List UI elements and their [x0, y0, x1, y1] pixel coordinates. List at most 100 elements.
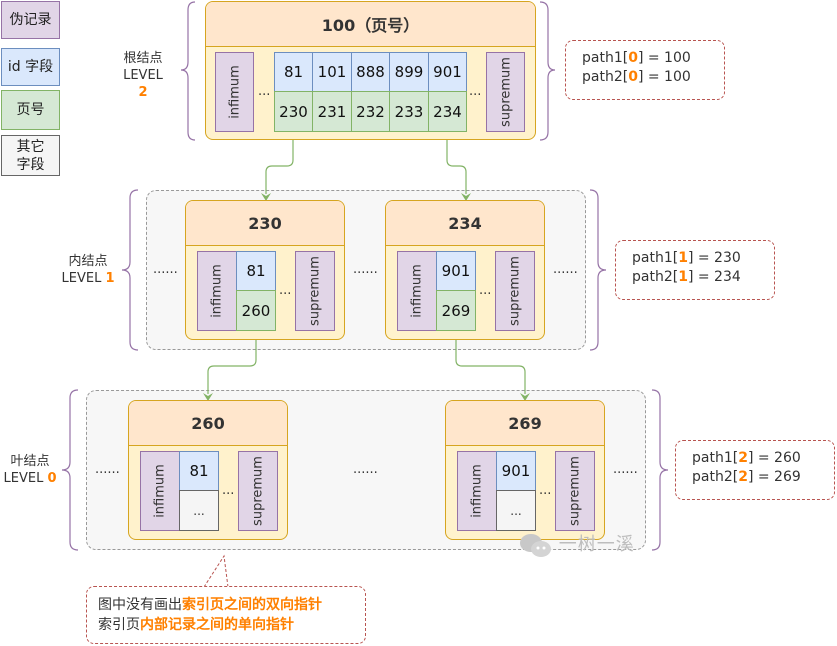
legend-other-fields: 其它字段	[1, 135, 60, 176]
infimum-label: infimum	[469, 464, 485, 518]
legend-id-field: id 字段	[1, 48, 60, 86]
level-label-root: 根结点 LEVEL 2	[118, 50, 168, 101]
legend-other-label: 其它字段	[17, 138, 45, 174]
arrow-root-to-230	[265, 132, 294, 194]
path2-line: path2[2] = 269	[692, 468, 834, 487]
path2-prefix: path2[	[582, 69, 629, 85]
legend-pseudo-record: 伪记录	[1, 1, 60, 39]
leaf-page-260: 260 infimum 81 ... ... supremum	[128, 400, 288, 540]
leaf-other-cell: ...	[496, 490, 536, 531]
leaf-ellipsis-inner: ...	[222, 483, 235, 498]
arrowhead-230	[261, 193, 271, 201]
root-id-cell: 888	[351, 52, 390, 92]
arrowhead-234	[461, 193, 471, 201]
infimum-label: infimum	[152, 464, 168, 518]
root-child-cell: 233	[389, 91, 429, 132]
brace-root-right	[539, 1, 556, 141]
path2-prefix: path2[	[692, 469, 739, 485]
internal-page-234: 234 infimum 901 269 ... supremum	[385, 200, 545, 340]
level-internal-word: LEVEL	[61, 271, 102, 286]
leaf-id-cell: 901	[496, 451, 536, 491]
leaf-ellipsis-middle: ......	[353, 462, 378, 477]
watermark: 一树一溪	[518, 530, 635, 558]
brace-root-left	[180, 1, 196, 141]
path-index: 2	[738, 469, 748, 485]
brace-internal-right	[589, 189, 607, 351]
path2-value: ] = 100	[637, 69, 691, 85]
legend-other-line1: 其它	[16, 138, 45, 155]
root-ellipsis-left: ...	[258, 84, 271, 99]
path2-value: ] = 234	[687, 269, 741, 285]
leaf-supremum: supremum	[555, 451, 595, 531]
leaf-page-title: 260	[129, 401, 287, 446]
root-child-cell: 230	[274, 91, 313, 132]
root-infimum: infimum	[215, 52, 254, 132]
brace-leaf-right	[651, 389, 669, 551]
level-label-internal: 内结点 LEVEL 1	[58, 253, 118, 287]
path-index: 1	[678, 250, 688, 266]
legend-id-label: id 字段	[7, 59, 54, 75]
path-index: 0	[628, 69, 638, 85]
level-leaf-word: LEVEL	[3, 471, 44, 486]
note-line2-highlight: 内部记录之间的单向指针	[140, 617, 294, 633]
root-page-title: 100（页号）	[206, 2, 535, 47]
supremum-label: supremum	[507, 256, 523, 326]
path2-line: path2[0] = 100	[582, 68, 724, 87]
level-root-line: LEVEL 2	[118, 67, 168, 101]
infimum-label: infimum	[209, 264, 225, 318]
note-line-2: 索引页内部记录之间的单向指针	[98, 615, 365, 635]
supremum-label: supremum	[250, 456, 266, 526]
path2-line: path2[1] = 234	[632, 268, 774, 287]
internal-ellipsis-middle: ......	[353, 262, 378, 277]
level-root-word: LEVEL	[123, 68, 163, 83]
leaf-page-title: 269	[446, 401, 604, 446]
root-id-cell: 901	[428, 52, 467, 92]
internal-id-cell: 901	[436, 251, 476, 291]
level-label-leaf: 叶结点 LEVEL 0	[0, 453, 60, 487]
internal-infimum: infimum	[397, 251, 437, 331]
root-infimum-label: infimum	[227, 65, 242, 119]
legend-pseudo-label: 伪记录	[9, 12, 52, 28]
arrowhead-260	[203, 393, 213, 401]
path1-prefix: path1[	[632, 250, 679, 266]
brace-internal-left	[121, 189, 139, 351]
internal-child-cell: 269	[436, 290, 476, 331]
legend-page-label: 页号	[16, 102, 45, 118]
path-index: 1	[678, 269, 688, 285]
root-child-cell: 231	[312, 91, 352, 132]
internal-page-title: 234	[386, 201, 544, 246]
root-supremum-label: supremum	[498, 57, 513, 127]
legend-other-line2: 字段	[16, 156, 45, 173]
path-box-level-1: path1[1] = 230 path2[1] = 234	[615, 240, 775, 300]
leaf-id-cell: 81	[179, 451, 219, 491]
internal-supremum: supremum	[495, 251, 535, 331]
internal-page-230: 230 infimum 81 260 ... supremum	[185, 200, 345, 340]
note-line1-highlight: 索引页之间的双向指针	[182, 597, 322, 613]
root-child-cell: 234	[428, 91, 467, 132]
internal-infimum: infimum	[197, 251, 237, 331]
leaf-supremum: supremum	[238, 451, 278, 531]
path1-value: ] = 260	[747, 450, 801, 466]
internal-ellipsis-inner: ...	[479, 283, 492, 298]
level-leaf-num: 0	[47, 471, 57, 486]
wechat-icon	[520, 534, 551, 557]
level-leaf-line: LEVEL 0	[0, 470, 60, 487]
level-root-name: 根结点	[123, 51, 163, 66]
path-box-level-2: path1[0] = 100 path2[0] = 100	[565, 40, 725, 100]
leaf-ellipsis-right: ......	[613, 462, 638, 477]
path1-value: ] = 100	[637, 50, 691, 66]
level-internal-line: LEVEL 1	[58, 270, 118, 287]
root-page: 100（页号） infimum ... 81 101 888 899 901 2…	[205, 1, 536, 140]
brace-leaf-left	[61, 389, 79, 551]
path1-prefix: path1[	[582, 50, 629, 66]
root-ellipsis-right: ...	[469, 84, 482, 99]
arrowhead-269	[520, 393, 530, 401]
arrow-root-to-234	[446, 132, 467, 194]
supremum-label: supremum	[567, 456, 583, 526]
internal-id-cell: 81	[236, 251, 276, 291]
internal-ellipsis-inner: ...	[279, 283, 292, 298]
path-index: 2	[738, 450, 748, 466]
path1-line: path1[1] = 230	[632, 249, 774, 268]
internal-ellipsis-right: ......	[553, 262, 578, 277]
